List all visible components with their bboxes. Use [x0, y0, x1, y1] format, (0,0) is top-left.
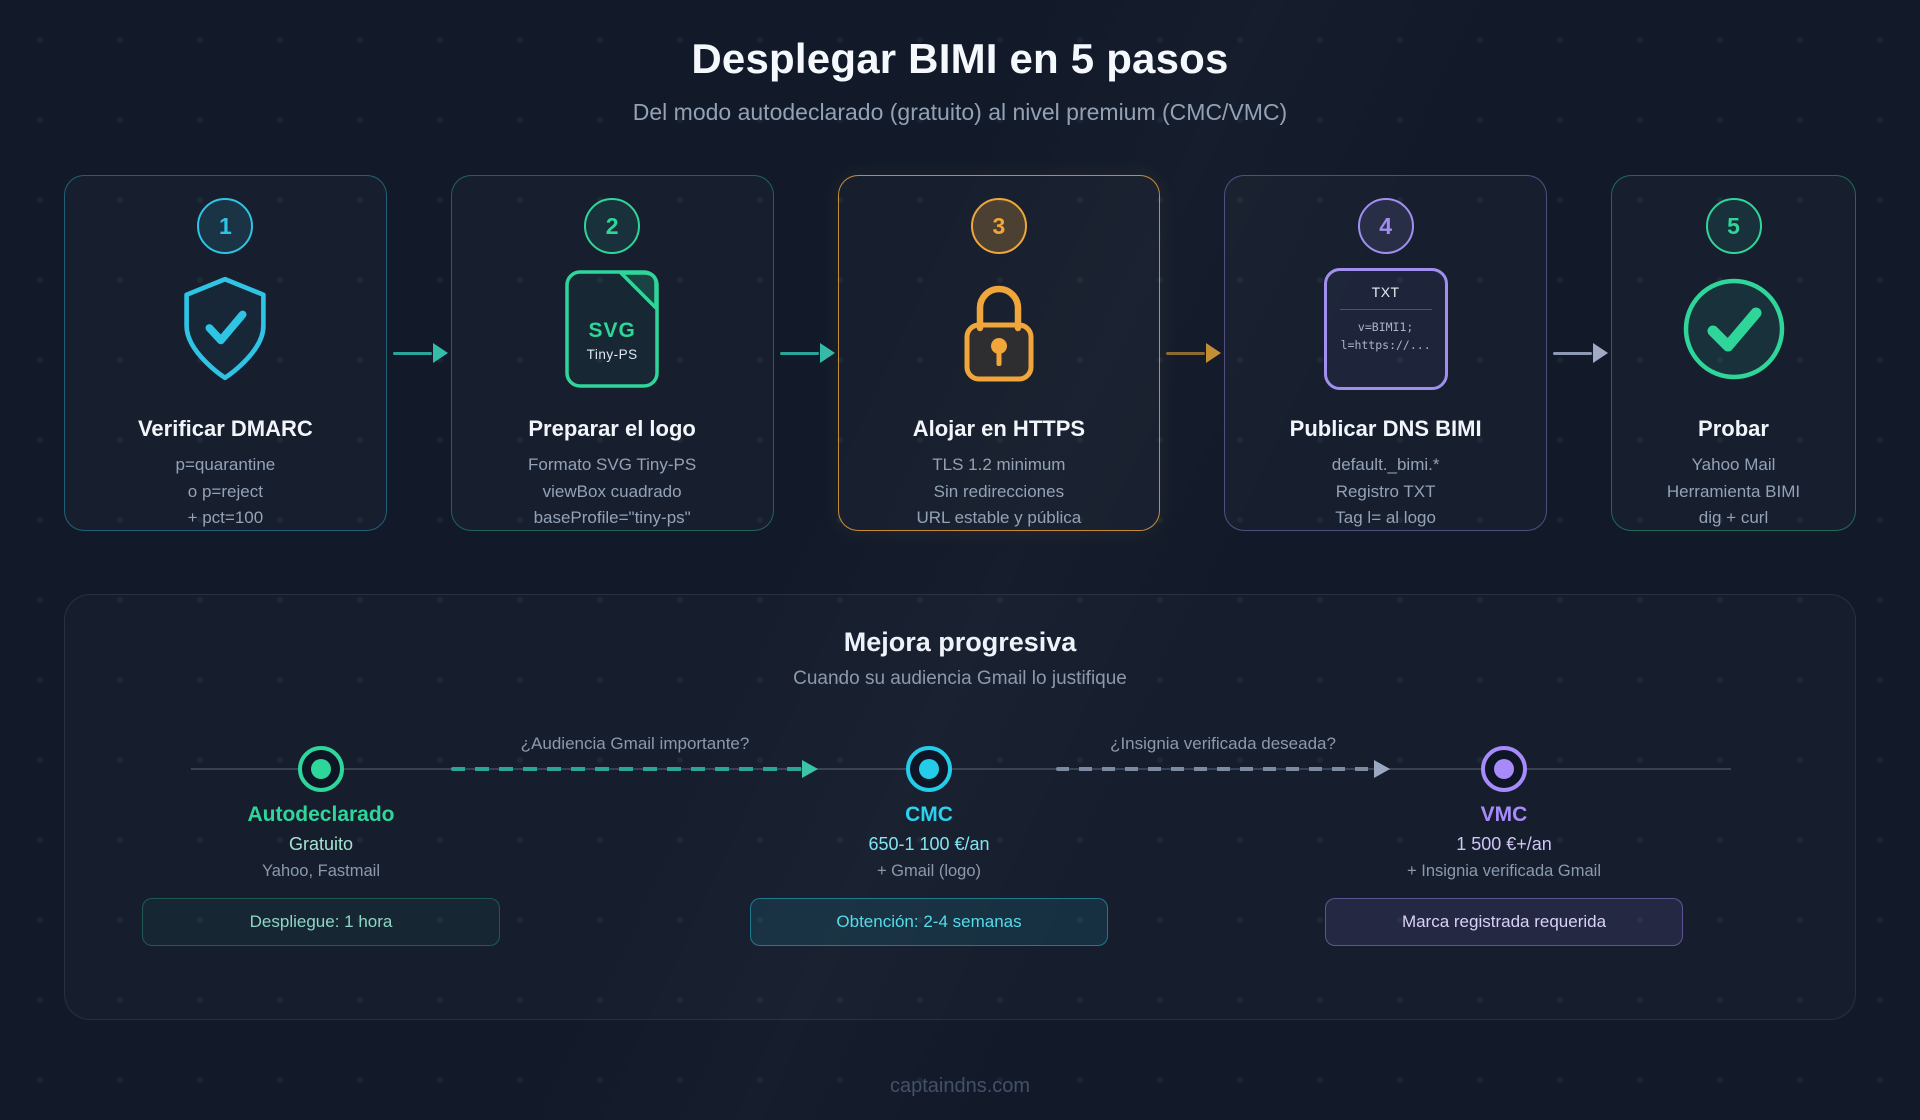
- page-header: Desplegar BIMI en 5 pasos Del modo autod…: [0, 0, 1920, 126]
- step-title: Alojar en HTTPS: [912, 416, 1086, 441]
- step-title: Preparar el logo: [528, 416, 696, 441]
- milestone-name: VMC: [1480, 803, 1528, 826]
- milestone-note: + Insignia verificada Gmail: [1407, 862, 1601, 880]
- question-label-vmc: ¿Insignia verificada deseada?: [1110, 734, 1336, 753]
- dashed-arrow-vmc-question: [1056, 759, 1390, 778]
- svg-file-label: SVG: [588, 319, 636, 342]
- step-title: Probar: [1698, 416, 1769, 441]
- step-card-publicar-dns: 4 TXT v=BIMI1; l=https://... Publicar DN…: [1224, 175, 1547, 531]
- milestone-price: Gratuito: [288, 834, 354, 854]
- step-title: Publicar DNS BIMI: [1289, 416, 1482, 441]
- step-number-badge: 5: [1705, 198, 1762, 254]
- site-name: captaindns.com: [889, 1075, 1031, 1097]
- milestone-cmc: CMC 650-1 100 €/an + Gmail (logo) Obtenc…: [750, 803, 1108, 946]
- dns-record-type: TXT: [1371, 284, 1400, 300]
- question-label-gmail: ¿Audiencia Gmail importante?: [520, 734, 750, 753]
- step-number: 2: [605, 212, 619, 239]
- progression-title: Mejora progresiva: [843, 627, 1077, 657]
- svg-file-icon: SVG Tiny-PS: [564, 269, 660, 389]
- arrow-right-icon: [1160, 342, 1224, 364]
- check-circle-icon: [1683, 278, 1784, 380]
- timeline-baseline: [191, 768, 1731, 770]
- step-description: Formato SVG Tiny-PS viewBox cuadrado bas…: [528, 455, 697, 527]
- divider: [1339, 309, 1432, 310]
- dns-txt-record-icon: TXT v=BIMI1; l=https://...: [1323, 268, 1448, 390]
- step-number-badge: 2: [584, 198, 641, 254]
- milestone-node-autodeclarado: [298, 746, 344, 792]
- step-number: 3: [992, 212, 1006, 239]
- arrow-right-icon: [387, 342, 451, 364]
- milestone-autodeclarado: Autodeclarado Gratuito Yahoo, Fastmail D…: [142, 803, 500, 946]
- arrow-right-icon: [774, 342, 838, 364]
- step-card-verificar-dmarc: 1 Verificar DMARC p=quarantine o p=rejec…: [64, 175, 387, 531]
- page-title: Desplegar BIMI en 5 pasos: [691, 35, 1229, 82]
- dashed-arrow-gmail-question: [451, 759, 818, 778]
- milestone-vmc: VMC 1 500 €+/an + Insignia verificada Gm…: [1325, 803, 1683, 946]
- step-description: p=quarantine o p=reject + pct=100: [175, 455, 276, 527]
- steps-row: 1 Verificar DMARC p=quarantine o p=rejec…: [64, 175, 1856, 531]
- milestone-note: + Gmail (logo): [876, 862, 982, 880]
- milestone-badge: Despliegue: 1 hora: [142, 898, 500, 946]
- step-card-probar: 5 Probar Yahoo Mail Herramienta BIMI dig…: [1611, 175, 1856, 531]
- svg-file-sublabel: Tiny-PS: [586, 347, 638, 362]
- step-number-badge: 1: [197, 198, 254, 254]
- step-card-alojar-https: 3 Alojar en HTTPS TLS 1.2 minimum Sin re…: [837, 175, 1161, 531]
- shield-check-icon: [184, 276, 267, 381]
- milestone-node-vmc: [1481, 746, 1527, 792]
- step-number: 5: [1727, 212, 1740, 239]
- milestone-name: Autodeclarado: [247, 803, 395, 826]
- step-number-badge: 3: [970, 198, 1027, 254]
- step-description: TLS 1.2 minimum Sin redirecciones URL es…: [916, 455, 1082, 527]
- milestone-name: CMC: [905, 803, 953, 826]
- page-footer: captaindns.com: [0, 1075, 1920, 1098]
- step-number-badge: 4: [1357, 198, 1414, 254]
- step-card-preparar-logo: 2 SVG Tiny-PS Preparar el logo Formato S…: [450, 175, 774, 531]
- milestone-node-cmc: [906, 746, 952, 792]
- milestone-note: Yahoo, Fastmail: [262, 862, 380, 880]
- milestone-price: 650-1 100 €/an: [868, 834, 990, 854]
- page-subtitle: Del modo autodeclarado (gratuito) al niv…: [632, 99, 1288, 125]
- padlock-icon: [964, 285, 1034, 382]
- step-description: Yahoo Mail Herramienta BIMI dig + curl: [1666, 455, 1801, 527]
- progression-subtitle: Cuando su audiencia Gmail lo justifique: [793, 668, 1127, 689]
- step-number: 4: [1379, 212, 1393, 239]
- step-number: 1: [218, 212, 232, 239]
- step-description: default._bimi.* Registro TXT Tag l= al l…: [1331, 455, 1440, 527]
- arrow-right-icon: [1547, 342, 1611, 364]
- dns-record-value: v=BIMI1; l=https://...: [1340, 320, 1431, 352]
- milestone-badge: Marca registrada requerida: [1325, 898, 1683, 946]
- svg-file-outline: [565, 270, 659, 388]
- step-title: Verificar DMARC: [137, 416, 313, 441]
- progression-panel: Mejora progresiva Cuando su audiencia Gm…: [64, 594, 1856, 1020]
- milestone-badge: Obtención: 2-4 semanas: [750, 898, 1108, 946]
- milestone-price: 1 500 €+/an: [1456, 834, 1552, 854]
